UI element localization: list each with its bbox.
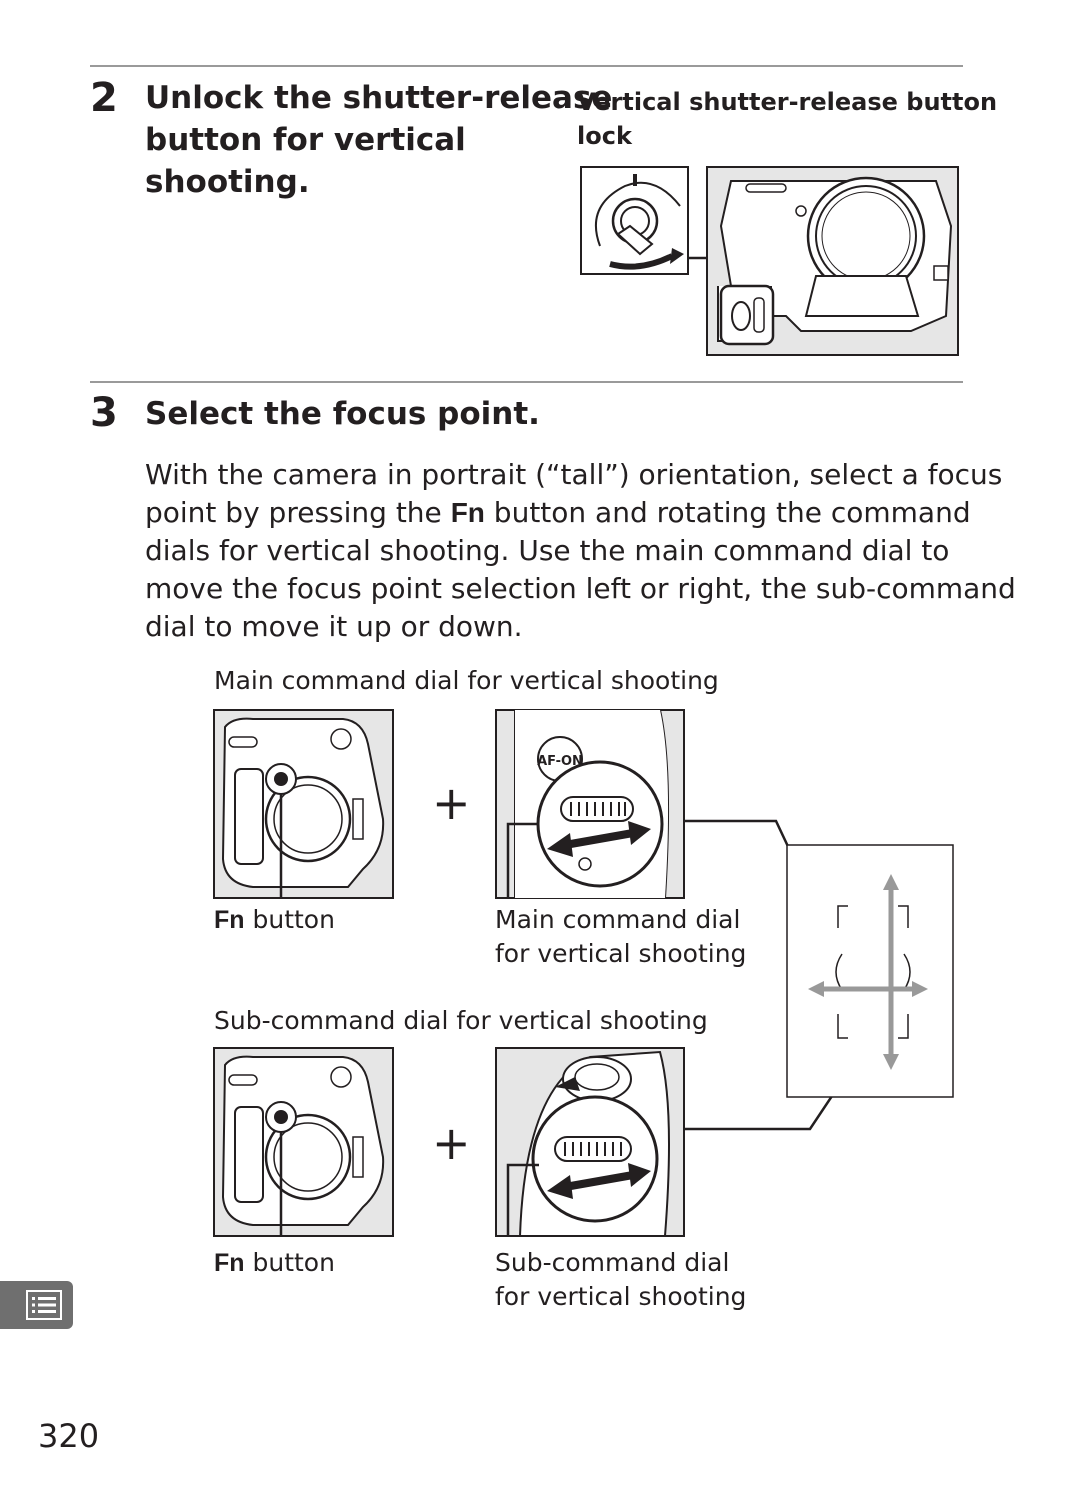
fn-button-label-main: Fn button (214, 905, 335, 934)
camera-vertical-grip-illustration-sub (213, 1047, 394, 1237)
page-number: 320 (38, 1417, 100, 1455)
main-dial-figure-title: Main command dial for vertical shooting (214, 666, 719, 695)
step-2-heading: Unlock the shutter-release button for ve… (145, 77, 612, 203)
step-2-figure-caption: Vertical shutter-release button lock (577, 85, 997, 153)
body-line-4: move the focus point selection left or r… (145, 572, 1016, 605)
sub-dial-figure-title: Sub-command dial for vertical shooting (214, 1006, 708, 1035)
sub-command-dial-closeup-illustration (495, 1047, 685, 1237)
body-line-5: dial to move it up or down. (145, 610, 523, 643)
section-rule (90, 381, 963, 383)
step-3-number: 3 (90, 390, 118, 436)
step-2-heading-line-3: shooting. (145, 164, 310, 200)
lock-switch-illustration (580, 166, 689, 275)
top-rule (90, 65, 963, 67)
plus-sign-main: + (432, 776, 471, 830)
step-2-caption-line-2: lock (577, 122, 632, 150)
body-line-2: point by pressing the Fn button and rota… (145, 496, 971, 529)
plus-sign-sub: + (432, 1116, 471, 1170)
step-2-heading-line-1: Unlock the shutter-release (145, 80, 613, 116)
viewfinder-focus-diagram (786, 844, 954, 1098)
camera-front-illustration (706, 166, 959, 356)
menu-list-icon (26, 1290, 62, 1320)
step-3-body: With the camera in portrait (“tall”) ori… (145, 456, 1016, 646)
step-2-number: 2 (90, 75, 118, 121)
step-2-heading-line-2: button for vertical (145, 122, 466, 158)
section-tab (0, 1281, 73, 1329)
camera-vertical-grip-illustration-main (213, 709, 394, 899)
fn-inline-label: Fn (450, 497, 485, 528)
step-2-caption-line-1: Vertical shutter-release button (577, 88, 998, 116)
main-command-dial-closeup-illustration: AF-ON (495, 709, 685, 899)
step-3-heading: Select the focus point. (145, 396, 540, 432)
main-dial-caption: Main command dial for vertical shooting (495, 905, 747, 968)
afon-button-label: AF-ON (537, 754, 583, 769)
body-line-3: dials for vertical shooting. Use the mai… (145, 534, 950, 567)
fn-button-label-sub: Fn button (214, 1248, 335, 1277)
sub-dial-caption: Sub-command dial for vertical shooting (495, 1248, 747, 1311)
body-line-1: With the camera in portrait (“tall”) ori… (145, 458, 1003, 491)
